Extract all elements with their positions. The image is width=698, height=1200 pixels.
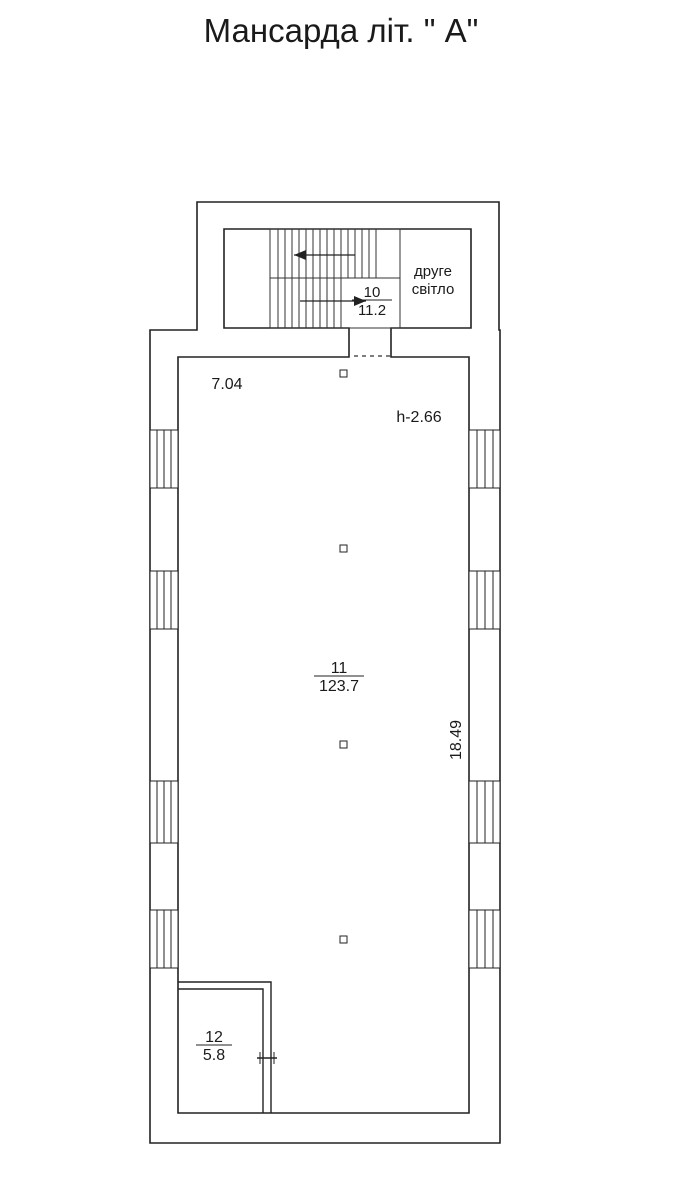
column xyxy=(339,935,348,944)
light-well-label-line1: друге xyxy=(414,263,452,280)
columns xyxy=(339,369,348,944)
column xyxy=(339,544,348,553)
small-room-area: 5.8 xyxy=(203,1047,225,1064)
outer-wall xyxy=(149,201,501,1144)
small-room-walls xyxy=(178,981,272,1113)
staircase xyxy=(269,228,401,329)
main-room-height: h-2.66 xyxy=(396,409,441,426)
column xyxy=(339,369,348,378)
small-room-number: 12 xyxy=(205,1029,223,1046)
inner-wall xyxy=(177,228,472,1114)
plan-title: Мансарда літ. " А" xyxy=(204,12,479,49)
main-room-area: 123.7 xyxy=(319,678,359,695)
stair-room-number: 10 xyxy=(364,284,381,301)
stair-room-area: 11.2 xyxy=(358,302,386,319)
main-room-width: 7.04 xyxy=(211,376,242,393)
main-room-length: 18.49 xyxy=(448,720,465,760)
windows-left xyxy=(149,429,179,969)
windows-right xyxy=(468,429,501,969)
light-well-label-line2: світло xyxy=(412,281,455,298)
column xyxy=(339,740,348,749)
main-room-number: 11 xyxy=(331,660,348,677)
